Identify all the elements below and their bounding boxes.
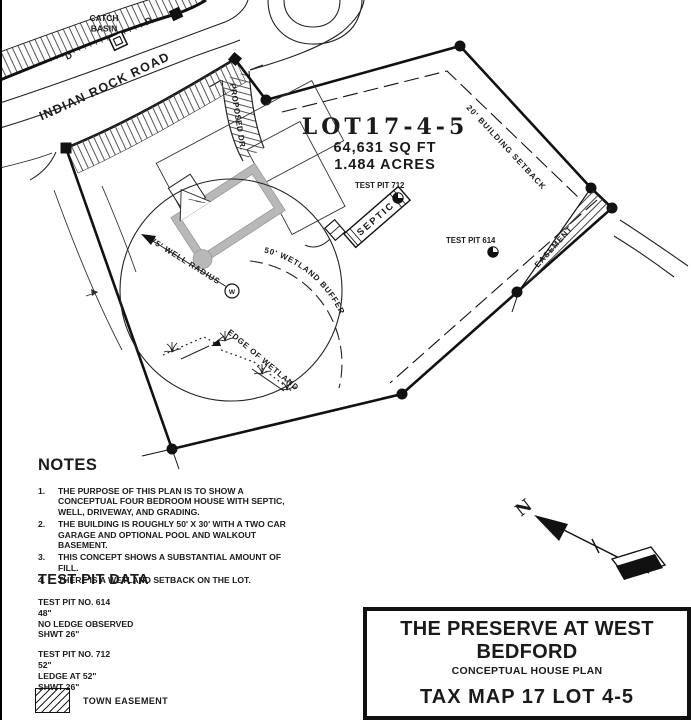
legend: TOWN EASEMENT (35, 688, 168, 713)
catch-basin-label-line2: BASIN (91, 24, 117, 34)
north-arrow-head (534, 515, 568, 541)
catch-basin-label-line1: CATCH (89, 13, 118, 23)
plan-type: CONCEPTUAL HOUSE PLAN (451, 665, 603, 677)
north-arrow-fletch-fill (616, 554, 663, 580)
town-easement-swatch (35, 688, 70, 713)
house-corner-turret (192, 249, 213, 270)
test-pit-712-marker (392, 192, 404, 204)
lot-name-label: LOT17-4-5 (302, 114, 469, 140)
wetland-buffer-label: 50' WETLAND BUFFER (263, 246, 346, 316)
septic-pipe (304, 238, 331, 248)
house-footprint (167, 162, 286, 270)
house-area (155, 80, 346, 270)
frontage-easement-hatch (65, 58, 247, 174)
notes-title: NOTES (38, 456, 98, 474)
town-easement-wedge: EASEMENT (518, 187, 689, 292)
drain-manhole-symbol (168, 6, 184, 22)
wetland-edge-dotted (162, 336, 294, 393)
catch-basin-symbol (107, 30, 129, 52)
well-symbol-circle (224, 283, 240, 299)
septic-tank (323, 218, 347, 242)
lot-labels: LOT17-4-5 64,631 SQ FT 1.484 ACRES (302, 114, 469, 173)
north-arrow: N (512, 496, 667, 580)
storm-drain-line (0, 0, 207, 82)
sheet-left-border (0, 0, 2, 720)
note-item: 1. THE PURPOSE OF THIS PLAN IS TO SHOW A… (38, 486, 285, 517)
building-setback-label: 20' BUILDING SETBACK (465, 103, 548, 191)
drain-marker-d-1: D (64, 50, 75, 62)
town-easement-label: TOWN EASEMENT (83, 695, 169, 706)
test-pit-712-label: TEST PIT 712 (355, 181, 405, 190)
project-title: THE PRESERVE AT WEST BEDFORD (400, 618, 654, 663)
note-item: 4. THERE IS A WETLAND SETBACK ON THE LOT… (38, 575, 251, 586)
note-item: 2. THE BUILDING IS ROUGHLY 50' X 30' WIT… (38, 519, 286, 551)
grading-contours (53, 185, 137, 351)
note-item: 3. THIS CONCEPT SHOWS A SUBSTANTIAL AMOU… (38, 552, 282, 573)
test-pit-data-title: TEST PIT DATA (38, 572, 149, 588)
lot-area-sqft: 64,631 SQ FT (333, 140, 436, 156)
roof-peak-triangle (179, 188, 211, 222)
boundary-pins (60, 40, 618, 455)
well-radius-arrowhead (141, 234, 156, 245)
lot-area-acres: 1.484 ACRES (334, 157, 436, 173)
edge-of-wetland-label: EDGE OF WETLAND (226, 328, 301, 393)
lot-boundary (60, 40, 618, 470)
tax-map-lot: TAX MAP 17 LOT 4-5 (420, 686, 634, 708)
test-pit-614-label: TEST PIT 614 (446, 236, 496, 245)
wetland-buffer-arc (249, 260, 343, 389)
north-letter: N (512, 496, 537, 521)
well-radius-circle (119, 178, 343, 402)
test-pit-data-section: TEST PIT DATA TEST PIT NO. 614 48" NO LE… (38, 572, 258, 701)
test-pit-614-data: TEST PIT NO. 614 48" NO LEDGE OBSERVED S… (38, 597, 134, 640)
test-pit-712-data: TEST PIT NO. 712 52" LEDGE AT 52" SHWT 2… (38, 649, 111, 692)
test-pit-614-marker (487, 246, 499, 258)
drain-marker-d-2: D (143, 15, 154, 27)
notes-section: NOTES 1. THE PURPOSE OF THIS PLAN IS TO … (38, 456, 318, 588)
well-symbol-letter: W (229, 289, 236, 296)
title-block: THE PRESERVE AT WEST BEDFORD CONCEPTUAL … (363, 607, 691, 720)
